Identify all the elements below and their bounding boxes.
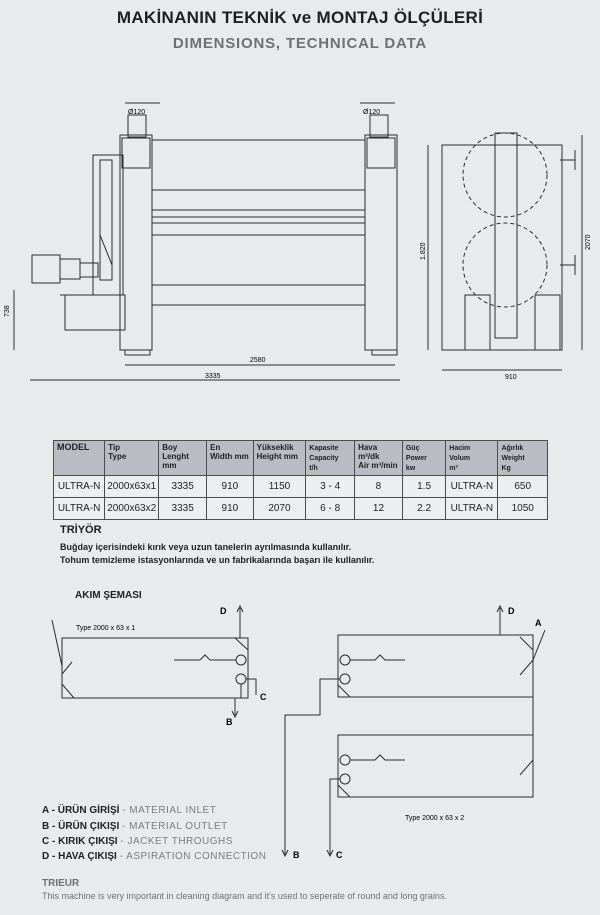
- cell-model: ULTRA-N: [52, 475, 106, 498]
- dim-dia-right: Ø120: [363, 109, 380, 116]
- page-subtitle: DIMENSIONS, TECHNICAL DATA: [172, 35, 428, 52]
- legend-item: C - KIRIK ÇIKIŞI - JACKET THROUGHS: [42, 836, 233, 847]
- flow-label-d1: D: [220, 606, 227, 616]
- flow-diagram: Type 2000 x 63 x 1 Type 2000 x 63 x 2 D …: [51, 604, 546, 860]
- cell-power: 2.2: [401, 497, 447, 520]
- page-title: MAKİNANIN TEKNİK ve MONTAJ ÖLÇÜLERİ: [116, 8, 484, 27]
- cell-air: 8: [354, 475, 403, 498]
- legend-item: D - HAVA ÇIKIŞI - ASPIRATION CONNECTION: [42, 851, 267, 862]
- trieur-title: TRIEUR: [42, 878, 80, 889]
- flow-label-b1: B: [226, 717, 233, 727]
- technical-drawing: Ø120 Ø120 2580 3335 738 1.820 2070 910: [4, 102, 592, 381]
- dim-2580: 2580: [250, 357, 266, 364]
- type2-lower-box: [337, 734, 534, 798]
- cell-capacity: 3 - 4: [305, 475, 356, 498]
- dim-910: 910: [505, 374, 517, 381]
- cell-height: 1150: [252, 475, 307, 498]
- table-row: ULTRA-N 2000x63x2 3335 910 2070 6 - 8 12…: [52, 497, 548, 520]
- cell-volume: ULTRA-N: [445, 497, 499, 520]
- triyor-title: TRİYÖR: [60, 524, 102, 536]
- table-row: ULTRA-N 2000x63x1 3335 910 1150 3 - 4 8 …: [52, 475, 548, 498]
- flow-label-c1: C: [260, 692, 267, 702]
- cell-type: 2000x63x2: [104, 497, 160, 520]
- type1-box: [61, 637, 249, 699]
- legend-item: A - ÜRÜN GİRİŞİ - MATERIAL INLET: [42, 805, 217, 816]
- cell-length: 3335: [158, 497, 208, 520]
- cell-weight: 1050: [497, 497, 548, 520]
- side-view: [441, 144, 563, 351]
- flow-label-c2: C: [336, 850, 343, 860]
- flow-label-d2: D: [508, 606, 515, 616]
- dim-738: 738: [4, 305, 11, 317]
- motor: [31, 254, 61, 284]
- cell-capacity: 6 - 8: [305, 497, 356, 520]
- cell-weight: 650: [497, 475, 548, 498]
- cell-volume: ULTRA-N: [445, 475, 499, 498]
- cell-length: 3335: [158, 475, 208, 498]
- dim-1820: 1.820: [420, 242, 427, 260]
- left-shaft: [127, 114, 147, 138]
- cell-width: 910: [206, 475, 254, 498]
- cell-power: 1.5: [401, 475, 447, 498]
- trieur-text: This machine is very important in cleani…: [42, 891, 447, 901]
- lower-cylinder: [151, 234, 366, 286]
- cell-width: 910: [206, 497, 254, 520]
- upper-cylinder: [151, 139, 366, 191]
- cell-type: 2000x63x1: [104, 475, 160, 498]
- cell-model: ULTRA-N: [52, 497, 106, 520]
- triyor-line-2: Tohum temizleme istasyonlarında ve un fa…: [60, 555, 375, 565]
- flow-label-a2: A: [535, 618, 542, 628]
- right-shaft: [369, 114, 389, 138]
- dim-2070: 2070: [585, 234, 592, 250]
- type2-upper-box: [337, 634, 534, 698]
- cell-air: 12: [354, 497, 403, 520]
- flow-diagram-title: AKIM ŞEMASI: [75, 590, 142, 601]
- type1-label: Type 2000 x 63 x 1: [76, 625, 135, 632]
- legend-item: B - ÜRÜN ÇIKIŞI - MATERIAL OUTLET: [42, 821, 228, 832]
- header-model: MODEL: [52, 440, 106, 476]
- dim-3335: 3335: [205, 373, 221, 380]
- flow-label-b2: B: [293, 850, 300, 860]
- type2-label: Type 2000 x 63 x 2: [405, 815, 464, 822]
- cell-height: 2070: [252, 497, 307, 520]
- right-frame: [364, 134, 398, 351]
- triyor-line-1: Buğday içerisindeki kırık veya uzun tane…: [60, 542, 352, 552]
- dim-dia-left: Ø120: [128, 109, 145, 116]
